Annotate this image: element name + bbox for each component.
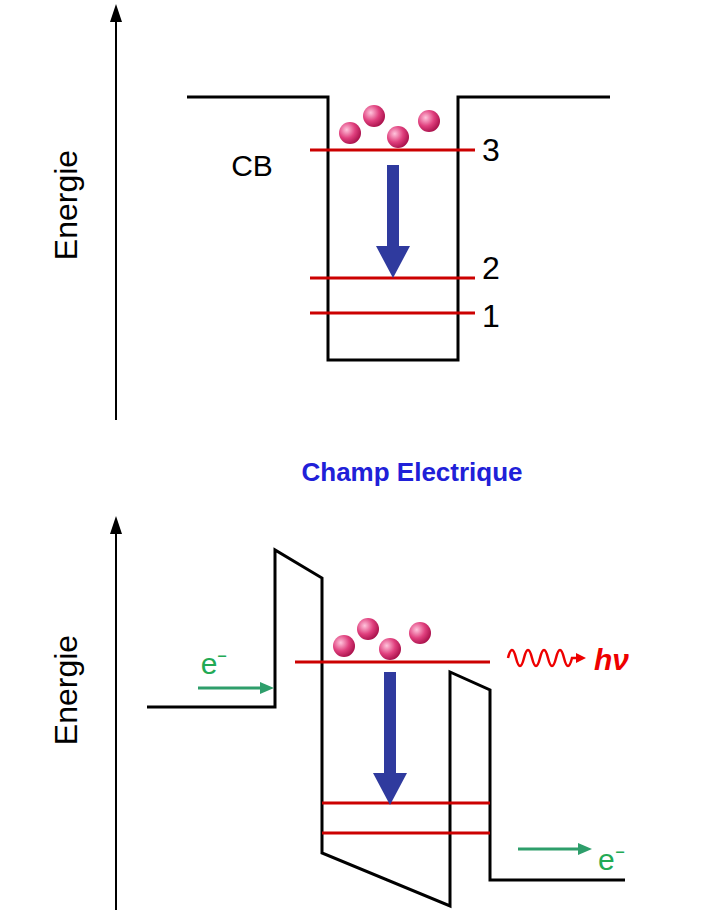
energy-axis (115, 20, 117, 420)
electron-flow-arrow (198, 687, 262, 690)
electron-label: e⁻ (598, 845, 625, 875)
photon-arrowhead (576, 653, 586, 663)
quantum-well-profile (187, 97, 610, 360)
transition-arrow (376, 165, 410, 278)
field-heading: Champ Electrique (301, 459, 522, 485)
axis-label: Energie (50, 150, 82, 260)
electron (379, 638, 401, 660)
energy-level (310, 312, 475, 315)
electron (418, 110, 440, 132)
electron-label: e⁻ (201, 649, 228, 679)
energy-level (322, 832, 490, 835)
band-label: CB (231, 151, 273, 181)
level-number: 3 (482, 134, 500, 166)
electron-flow-arrowhead (578, 843, 592, 855)
axis-label: Energie (50, 635, 82, 745)
energy-level (295, 661, 490, 664)
electron (339, 122, 361, 144)
photon-label: hν (594, 645, 629, 675)
electron (387, 126, 409, 148)
level-number: 1 (482, 300, 500, 332)
electron-flow-arrow (518, 848, 580, 851)
electron (333, 635, 355, 657)
energy-level (322, 802, 490, 805)
photon-wave (508, 650, 578, 666)
energy-axis (115, 532, 117, 910)
electron (363, 105, 385, 127)
electron (409, 622, 431, 644)
axis-arrowhead (110, 4, 122, 22)
electron-flow-arrowhead (260, 682, 274, 694)
axis-arrowhead (110, 516, 122, 534)
electron (357, 618, 379, 640)
level-number: 2 (482, 252, 500, 284)
transition-arrow (373, 672, 407, 805)
energy-level (310, 149, 475, 152)
biased-well-profile (147, 550, 625, 906)
